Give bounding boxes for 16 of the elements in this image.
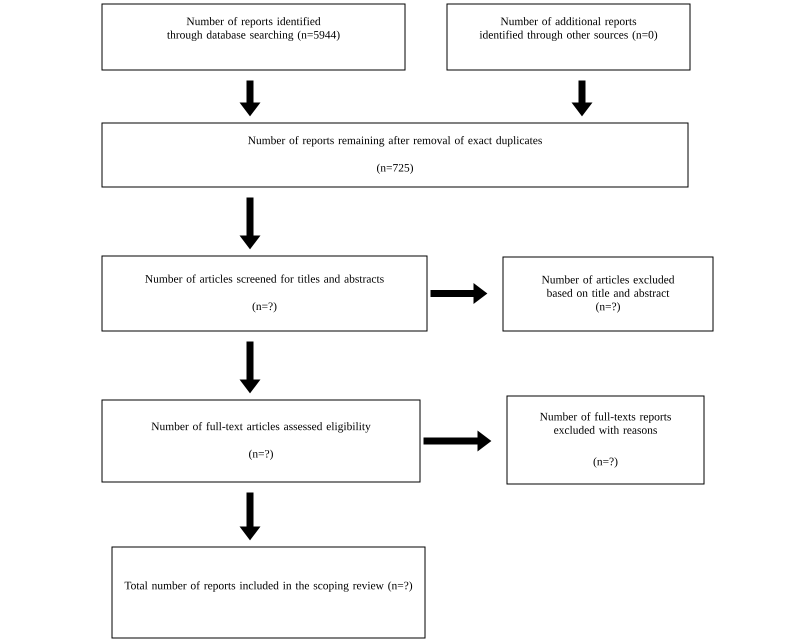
process-box (102, 256, 428, 332)
box-text: Number of reports identified through database searching (n=5944) (167, 17, 340, 41)
box-text: Number of additional reports identified through other sources (n=0) (480, 17, 658, 41)
box-text: Number of full-text articles assessed eligibility (n=?) (152, 422, 371, 460)
process-box (506, 396, 704, 484)
process-box (102, 4, 406, 70)
process-box (112, 546, 426, 638)
process-box (502, 256, 714, 332)
box-text: Number of reports remaining after removal of exact duplicates (n=725) (248, 136, 542, 174)
box-text: Number of articles screened for titles and abstracts (n=?) (145, 274, 384, 312)
box-text: Total number of reports included in the scoping review (n=?) (124, 581, 412, 592)
process-box (446, 4, 690, 70)
box-text: Number of full-texts reports excluded with reasons (n=?) (540, 412, 671, 468)
box-text: Number of articles excluded based on title and abstract (n=?) (542, 275, 674, 313)
process-box (102, 122, 688, 188)
process-box (102, 400, 420, 482)
